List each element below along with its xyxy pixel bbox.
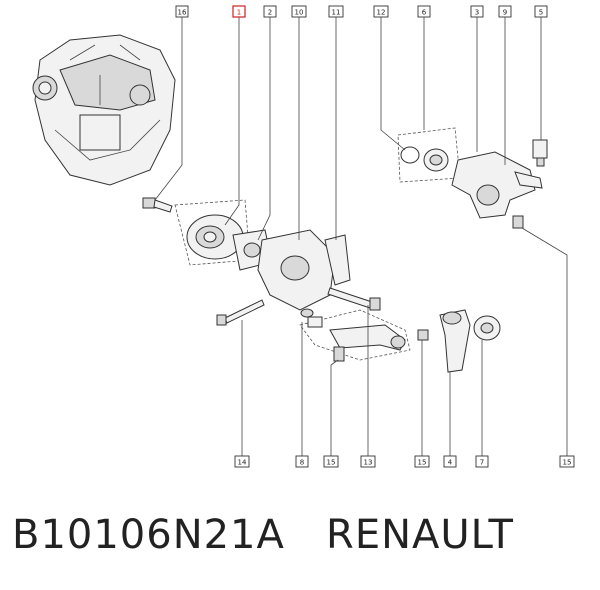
parts-diagram: 16 1 2 10 11 12 6 3 9 5 14 8 [32, 5, 575, 468]
svg-text:14: 14 [238, 459, 247, 467]
leader-15c [521, 227, 568, 456]
svg-text:1: 1 [237, 9, 241, 17]
svg-text:6: 6 [422, 9, 427, 17]
part-number: B10106N21A [12, 512, 285, 558]
o-ring-12 [400, 146, 420, 164]
callout-15a[interactable]: 15 [323, 455, 339, 468]
callout-8[interactable]: 8 [295, 455, 309, 468]
callout-6[interactable]: 6 [417, 5, 431, 18]
leader-12 [380, 17, 406, 151]
callout-2[interactable]: 2 [263, 5, 277, 18]
svg-text:8: 8 [300, 459, 304, 467]
callout-14[interactable]: 14 [234, 455, 250, 468]
callout-10[interactable]: 10 [291, 5, 307, 18]
bolt-13 [327, 287, 381, 311]
callout-16[interactable]: 16 [175, 5, 189, 18]
leader-16 [154, 17, 183, 201]
leader-1 [224, 17, 240, 226]
pump-housing [257, 229, 351, 311]
bolt-14 [216, 299, 265, 326]
svg-text:12: 12 [377, 9, 386, 17]
callout-15b[interactable]: 15 [414, 455, 430, 468]
leader-15a [330, 359, 339, 456]
svg-text:15: 15 [563, 459, 572, 467]
bolt-15-mid [417, 329, 429, 341]
svg-text:7: 7 [480, 459, 484, 467]
svg-text:3: 3 [475, 9, 479, 17]
callout-15c[interactable]: 15 [559, 455, 575, 468]
leader-2 [257, 17, 271, 241]
outlet-housing-3 [451, 151, 543, 219]
svg-text:16: 16 [178, 9, 187, 17]
callout-4[interactable]: 4 [443, 455, 457, 468]
callout-12[interactable]: 12 [373, 5, 389, 18]
bolt-16 [142, 197, 173, 213]
svg-text:15: 15 [418, 459, 427, 467]
thermostat-7 [473, 315, 501, 341]
pipe [329, 324, 406, 351]
part-caption: B10106N21A RENAULT [12, 512, 514, 558]
sensor-5 [532, 139, 548, 167]
bolt-15-left [333, 346, 345, 362]
pipe-outline [299, 309, 411, 361]
callout-13[interactable]: 13 [360, 455, 376, 468]
callout-11[interactable]: 11 [328, 5, 344, 18]
svg-text:5: 5 [539, 9, 543, 17]
engine-thumbnail [32, 34, 176, 186]
svg-text:10: 10 [295, 9, 304, 17]
callout-9[interactable]: 9 [498, 5, 512, 18]
thermostat-6 [423, 148, 449, 172]
outlet-pipe-4 [439, 309, 471, 373]
svg-text:15: 15 [327, 459, 336, 467]
svg-text:11: 11 [332, 9, 341, 17]
callout-3[interactable]: 3 [470, 5, 484, 18]
bolt-15-right [512, 215, 524, 229]
callout-7[interactable]: 7 [475, 455, 489, 468]
svg-text:2: 2 [268, 9, 272, 17]
callout-5[interactable]: 5 [534, 5, 548, 18]
svg-text:13: 13 [364, 459, 373, 467]
sensor-8 [300, 308, 323, 328]
callout-1[interactable]: 1 [232, 5, 246, 18]
brand-name: RENAULT [326, 512, 514, 558]
svg-text:4: 4 [448, 459, 453, 467]
svg-text:9: 9 [503, 9, 507, 17]
